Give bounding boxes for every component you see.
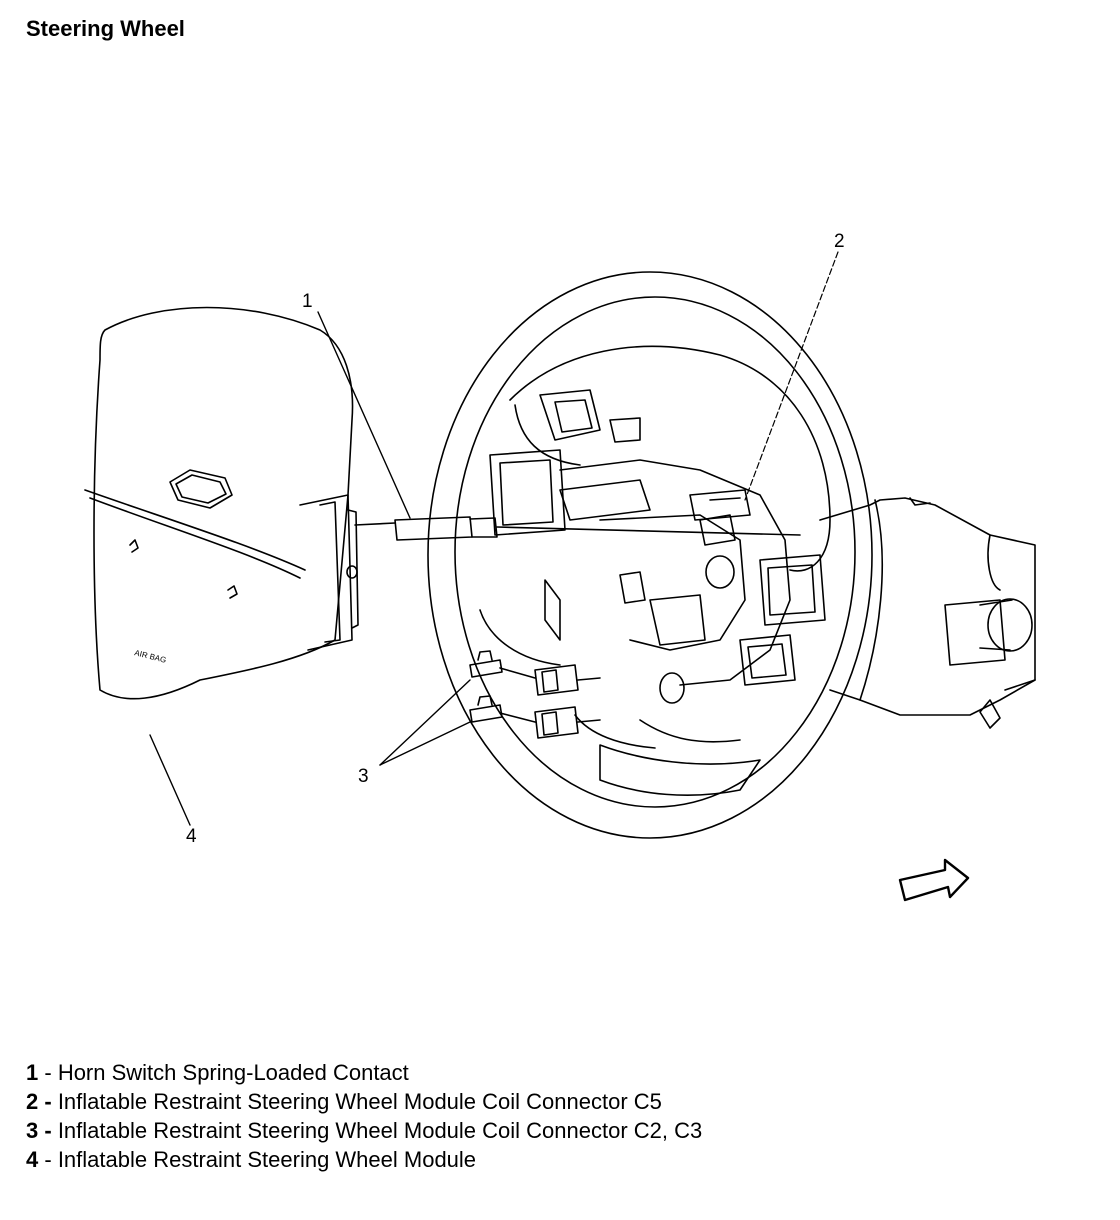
leader-line-1 <box>317 311 411 519</box>
leader-line-2 <box>744 251 839 501</box>
legend-item: 2 - Inflatable Restraint Steering Wheel … <box>26 1089 662 1114</box>
steering-wheel-diagram: AIR BAG 1 2 3 4 <box>84 231 1036 902</box>
direction-arrow <box>898 858 970 902</box>
callout-4: 4 <box>186 826 197 847</box>
legend-item: 4 - Inflatable Restraint Steering Wheel … <box>26 1147 477 1172</box>
callout-1: 1 <box>302 291 313 312</box>
horn-contact <box>354 516 801 541</box>
coil-connectors <box>469 650 601 739</box>
callout-2: 2 <box>834 231 845 252</box>
page-title: Steering Wheel <box>26 16 185 41</box>
legend-item: 1 - Horn Switch Spring-Loaded Contact <box>26 1060 409 1085</box>
leader-line-4 <box>149 734 191 826</box>
callout-3: 3 <box>358 766 369 787</box>
legend: 1 - Horn Switch Spring-Loaded Contact 2 … <box>26 1058 702 1174</box>
steering-wheel-rim <box>427 271 873 839</box>
leader-line-3b <box>379 721 471 766</box>
steering-column <box>819 497 1036 729</box>
steering-wheel-hub <box>479 389 826 749</box>
legend-item: 3 - Inflatable Restraint Steering Wheel … <box>26 1118 703 1143</box>
airbag-label: AIR BAG <box>134 648 168 665</box>
airbag-module: AIR BAG <box>84 306 359 700</box>
leader-line-3a <box>379 679 471 766</box>
